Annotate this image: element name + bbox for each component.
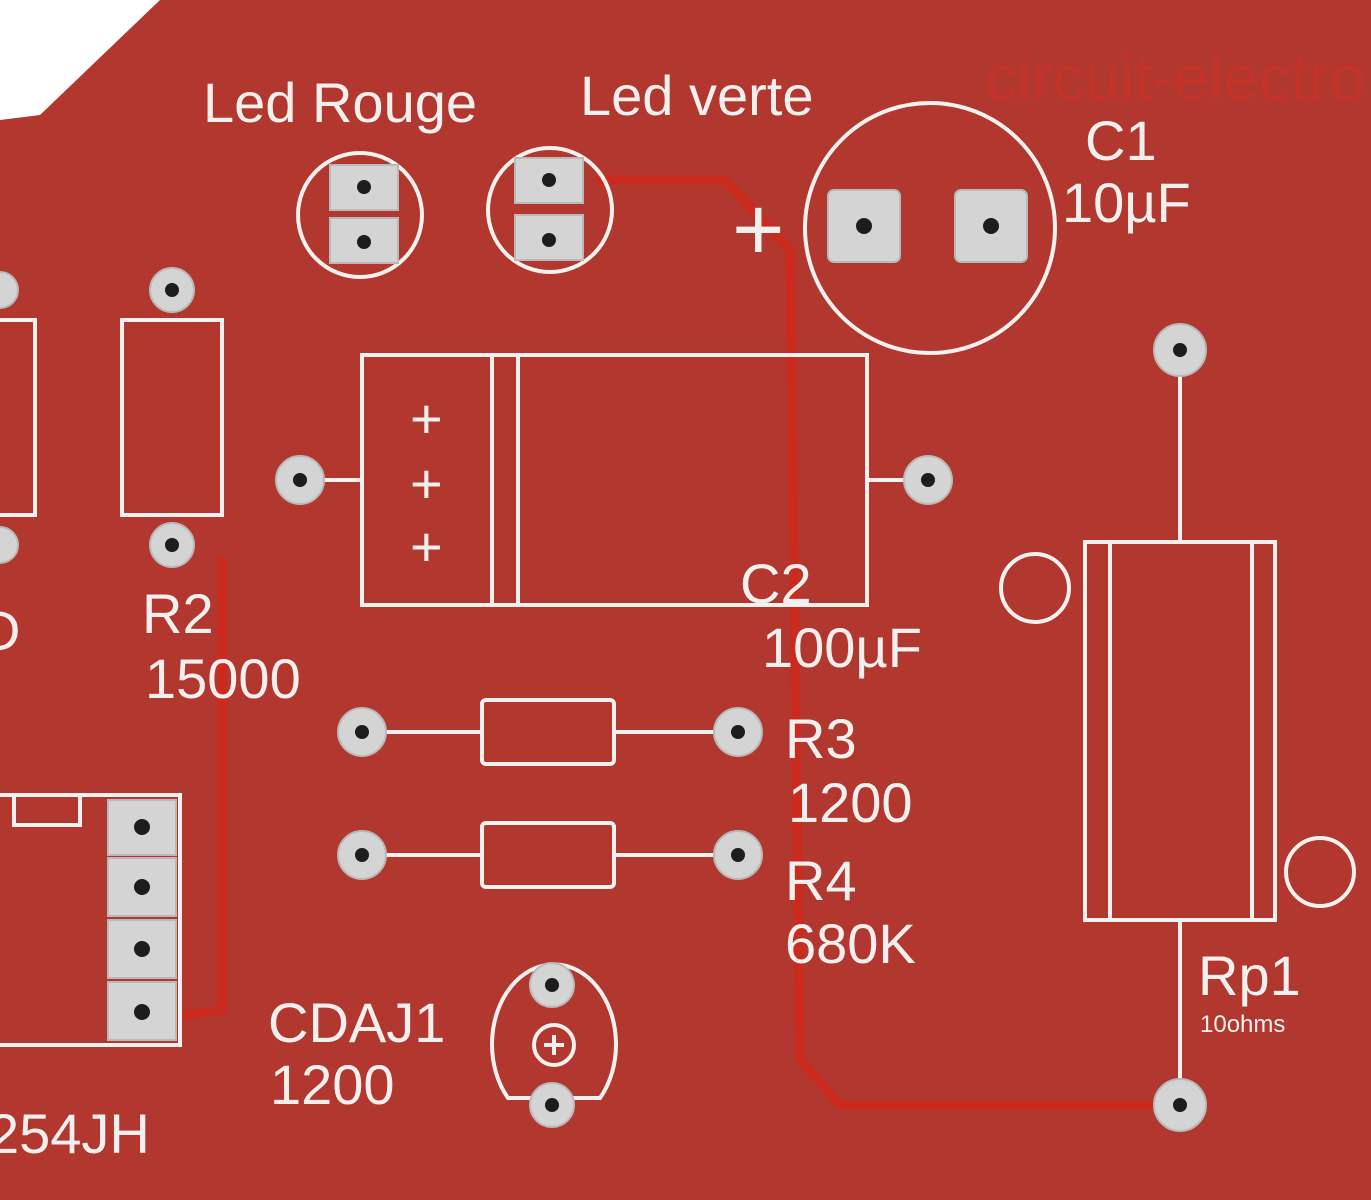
resistor-r3 [337,698,763,766]
trace-r2-to-ic [180,555,227,1020]
resistor-left-body [0,318,37,517]
cdaj1-value: 1200 [270,1053,395,1116]
c2-ref: C2 [740,552,812,615]
resistor-rp1 [999,323,1356,1132]
pad-hole [731,725,745,739]
rp1-value: 10ohms [1200,1011,1285,1038]
rp1-mount-tab-bottom [1284,836,1356,908]
capacitor-c2: + + + [275,353,953,607]
led-red [296,151,424,279]
pad-hole [134,941,150,957]
pad-hole [921,473,935,487]
ic-body [0,793,182,1047]
pad-hole [134,1004,150,1020]
led-red-outline [296,151,424,279]
r2-body [120,318,224,517]
c1-polarity-mark: + [732,180,785,280]
pad-hole [542,233,556,247]
ic-partial [0,793,182,1047]
pad-hole [293,473,307,487]
pad-hole [165,538,179,552]
pad-hole [165,283,179,297]
cdaj1-wiper-ring [532,1023,576,1067]
pad [514,157,584,204]
r3-value: 1200 [788,771,913,834]
pad [0,271,19,309]
c2-value: 100µF [762,616,922,679]
board-corner-cutout [0,0,160,120]
led-green-outline [486,146,614,274]
pad-hole [355,725,369,739]
resistor-r4 [337,821,763,889]
c1-ref: C1 [1085,109,1157,172]
r3-ref: R3 [785,707,857,770]
pad-hole [542,173,556,187]
r4-value: 680K [785,912,916,975]
capacitor-c1: + [732,101,1057,355]
pad-hole [731,848,745,862]
led-green [486,146,614,274]
pad-hole [134,879,150,895]
ic-notch [12,793,82,827]
ic-ref-fragment: 254JH [0,1102,150,1165]
potentiometer-cdaj1 [490,962,618,1128]
pad-hole [1173,1098,1187,1112]
pad-hole [357,180,371,194]
r4-ref: R4 [785,849,857,912]
watermark-text: circuit-electro [985,42,1366,114]
led-green-label: Led verte [580,64,814,127]
resistor-left-partial [0,271,37,564]
c1-value: 10µF [1062,171,1191,234]
pad-hole [856,218,872,234]
pad-hole [355,848,369,862]
rp1-ref: Rp1 [1198,944,1301,1007]
pad [0,526,19,564]
pad-hole [983,218,999,234]
c2-plus-mark-3: + [410,515,443,578]
resistor-r2 [120,267,224,568]
pad-hole [1173,343,1187,357]
pad-hole [545,1098,559,1112]
c2-plus-mark-1: + [410,387,443,450]
left-resistor-value-fragment: D [0,599,20,662]
c1-outline [803,101,1057,355]
r2-value: 15000 [145,647,301,710]
c2-plus-mark-2: + [410,452,443,515]
rp1-mount-tab-top [999,552,1071,624]
led-red-label: Led Rouge [203,71,477,134]
r2-ref: R2 [142,582,214,645]
pad-hole [134,819,150,835]
trace-led-to-rp1 [595,175,1175,1110]
cdaj1-ref: CDAJ1 [268,991,445,1054]
pad-hole [357,235,371,249]
pad-hole [545,978,559,992]
